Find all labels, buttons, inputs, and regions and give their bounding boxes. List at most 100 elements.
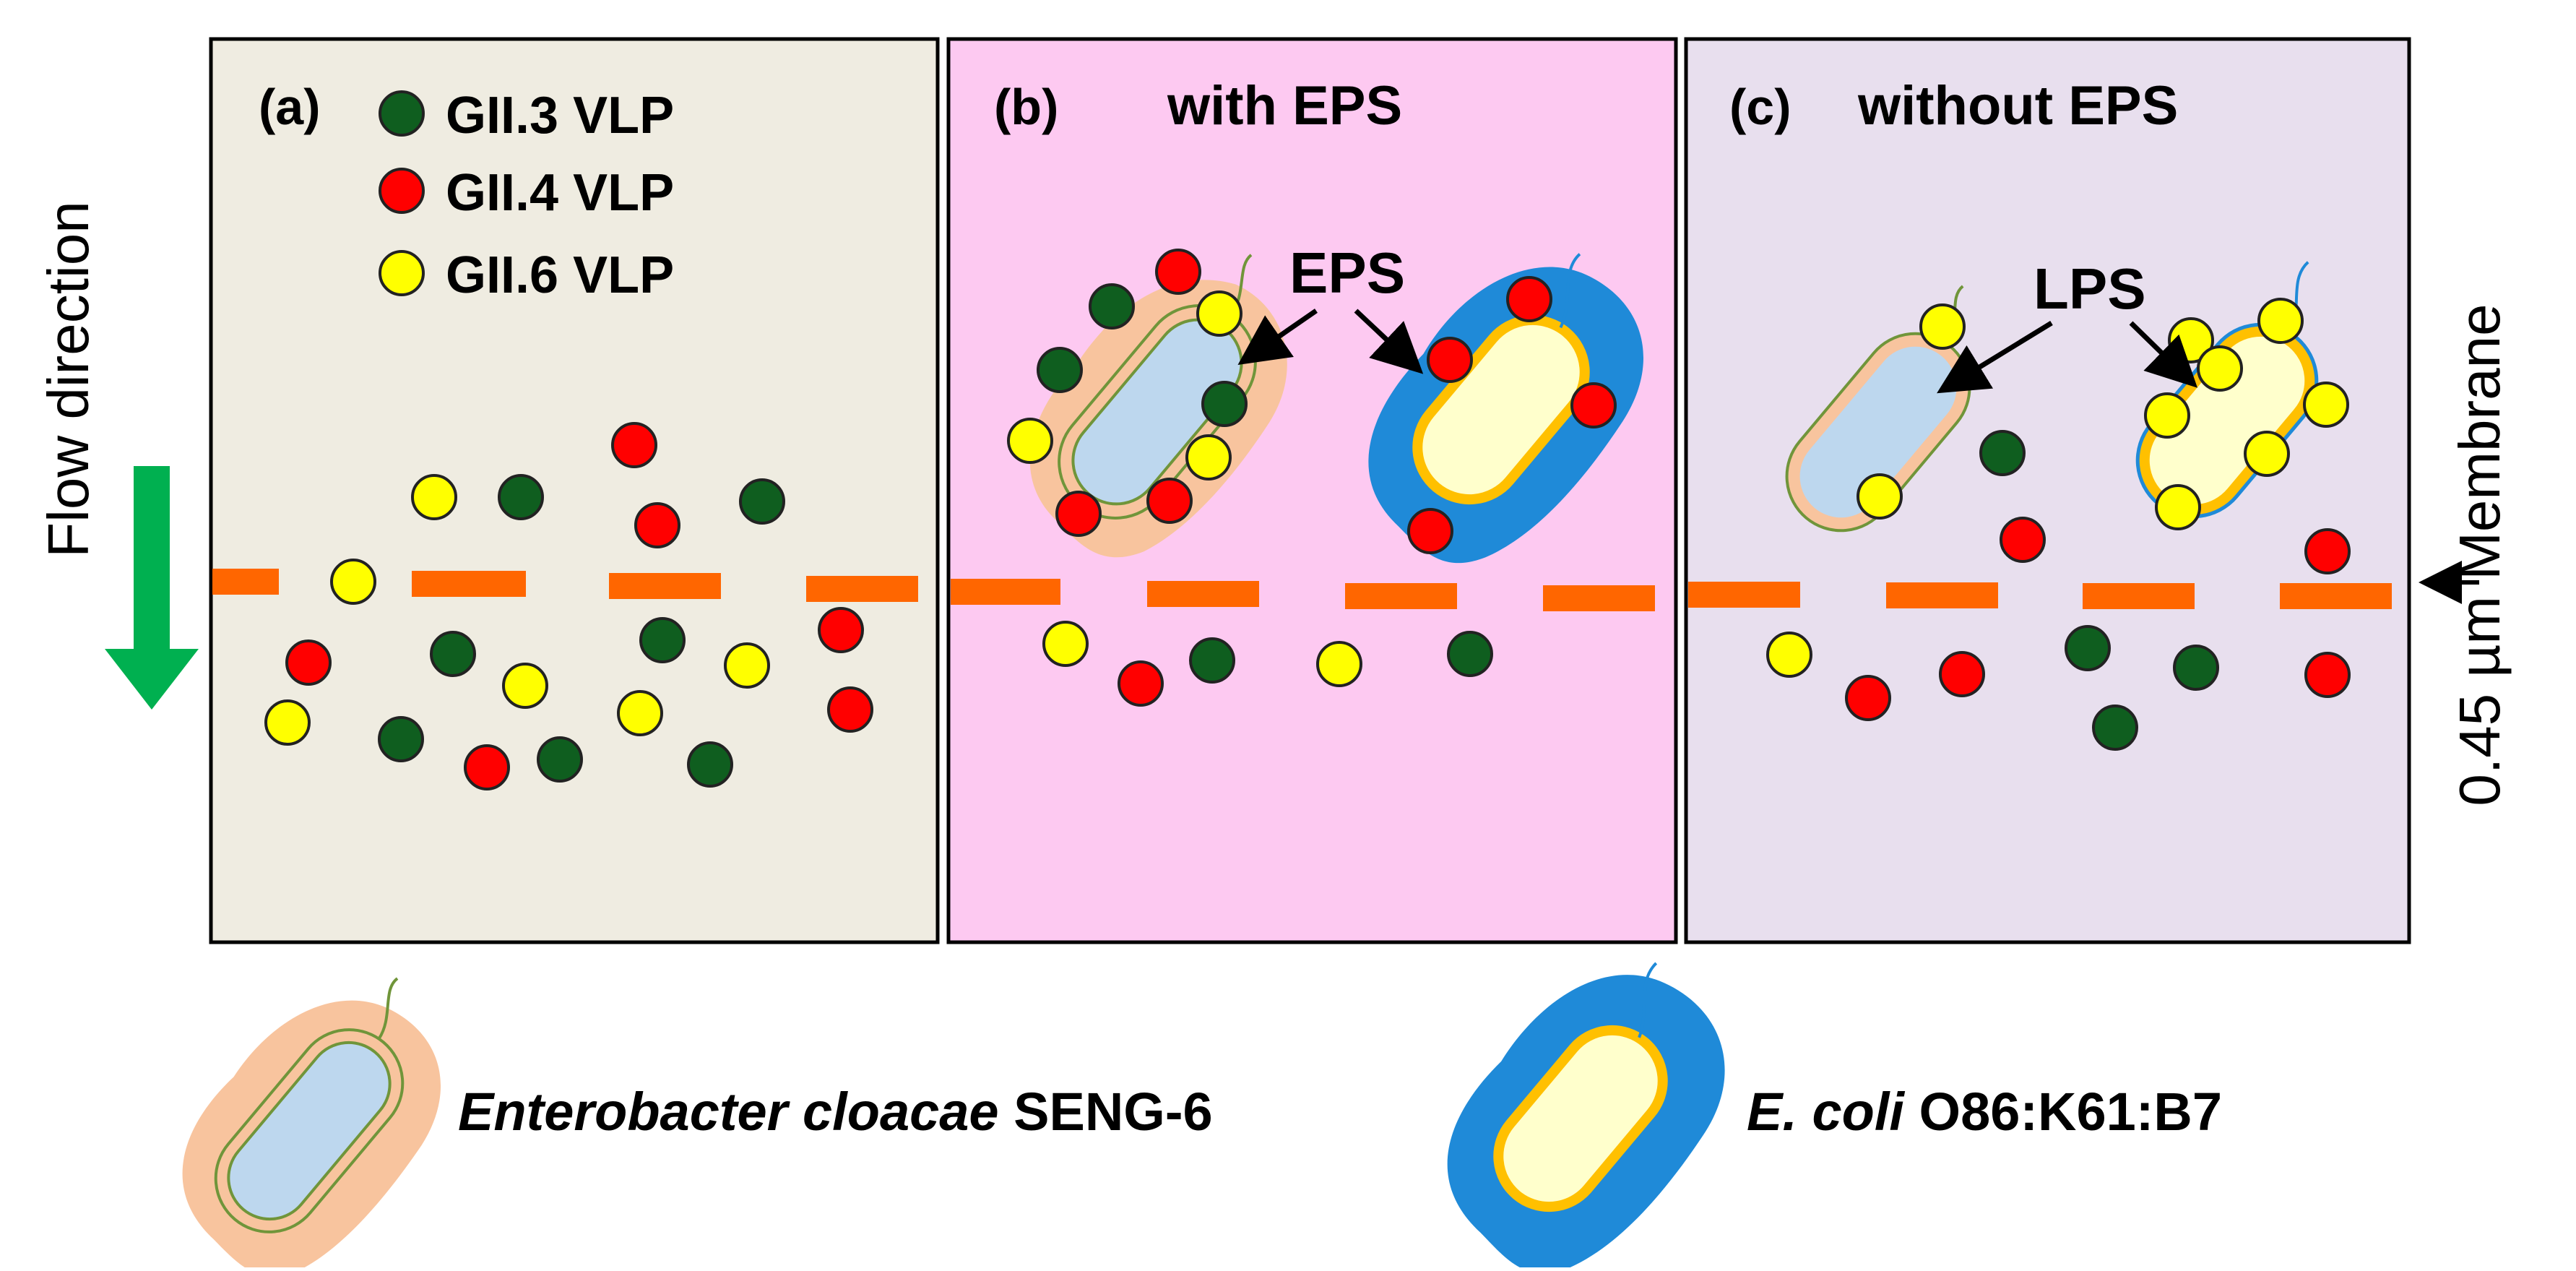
vlp-gii6 bbox=[1766, 632, 1812, 678]
vlp-gii4 bbox=[1570, 382, 1617, 428]
enterobacter-strain-name: SENG-6 bbox=[999, 1082, 1213, 1142]
membrane-dash bbox=[1688, 582, 1800, 608]
vlp-gii3 bbox=[378, 716, 424, 762]
vlp-gii3 bbox=[639, 617, 686, 663]
membrane-dash bbox=[1543, 585, 1655, 611]
vlp-gii3 bbox=[1201, 381, 1248, 427]
vlp-gii4 bbox=[1118, 660, 1164, 707]
vlp-gii4 bbox=[2304, 652, 2351, 698]
enterobacter-cell-with-eps bbox=[1029, 254, 1287, 558]
vlp-gii4 bbox=[827, 686, 873, 733]
vlp-gii4 bbox=[2304, 528, 2351, 574]
enterobacter-legend-label: Enterobacter cloacae SENG-6 bbox=[458, 1082, 1213, 1142]
eps-arrow-left bbox=[1237, 309, 1318, 365]
vlp-gii6 bbox=[2197, 345, 2243, 392]
membrane-dash bbox=[412, 571, 526, 597]
vlp-gii4 bbox=[1845, 675, 1891, 721]
vlp-gii6 bbox=[724, 642, 770, 689]
enterobacter-cell-with-lps bbox=[1785, 285, 1971, 533]
vlp-gii4 bbox=[818, 607, 864, 653]
enterobacter-species-name: Enterobacter cloacae bbox=[458, 1082, 999, 1142]
ecoli-species-name: E. coli bbox=[1747, 1082, 1905, 1142]
eps-annotation: EPS bbox=[1289, 241, 1405, 305]
membrane-dash bbox=[806, 576, 918, 602]
vlp-gii6 bbox=[1919, 303, 1966, 350]
vlp-gii4 bbox=[1055, 491, 1102, 537]
legend-label-gii6: GII.6 VLP bbox=[446, 246, 674, 304]
panel-b-tag: (b) bbox=[994, 79, 1058, 135]
vlp-gii4 bbox=[1427, 337, 1473, 383]
vlp-gii6 bbox=[1042, 621, 1089, 667]
membrane-dash bbox=[1886, 582, 1998, 608]
legend-label-gii3: GII.3 VLP bbox=[446, 87, 674, 145]
panel-a-tag: (a) bbox=[259, 79, 321, 135]
vlp-gii6 bbox=[2303, 382, 2349, 428]
flow-direction-arrow bbox=[105, 466, 199, 710]
membrane-dash bbox=[609, 573, 721, 599]
vlp-gii3 bbox=[2092, 705, 2138, 751]
ecoli-legend-label: E. coli O86:K61:B7 bbox=[1747, 1082, 2222, 1142]
vlp-gii4 bbox=[1155, 249, 1201, 295]
panel-c-title: without EPS bbox=[1857, 75, 2178, 137]
vlp-gii6 bbox=[1007, 418, 1053, 464]
vlp-gii6 bbox=[1185, 434, 1232, 481]
lps-arrow-left bbox=[1937, 321, 2053, 394]
membrane-dash bbox=[2083, 583, 2195, 609]
vlp-gii4 bbox=[2000, 517, 2046, 563]
vlp-gii6 bbox=[2144, 392, 2190, 439]
ecoli-strain-name: O86:K61:B7 bbox=[1904, 1082, 2222, 1142]
vlp-gii3 bbox=[537, 736, 583, 783]
vlp-gii4 bbox=[1407, 508, 1453, 554]
vlp-gii3 bbox=[2173, 645, 2219, 691]
vlp-gii6 bbox=[617, 690, 663, 736]
vlp-gii6 bbox=[1316, 641, 1362, 687]
vlp-gii3 bbox=[430, 631, 476, 677]
vlp-gii4 bbox=[634, 502, 680, 548]
vlp-gii6 bbox=[1857, 473, 1903, 520]
vlp-gii6 bbox=[1196, 290, 1242, 337]
membrane-dash bbox=[1147, 581, 1259, 607]
vlp-gii6 bbox=[2257, 298, 2304, 344]
vlp-gii4 bbox=[1506, 276, 1552, 322]
vlp-gii6 bbox=[264, 699, 311, 746]
vlp-gii6 bbox=[330, 559, 376, 605]
membrane-dash bbox=[212, 569, 279, 595]
membrane-dash bbox=[951, 579, 1060, 605]
vlp-gii3 bbox=[1089, 283, 1135, 329]
flow-direction-label: Flow direction bbox=[36, 201, 100, 558]
vlp-gii3 bbox=[1189, 637, 1235, 684]
vlp-particles bbox=[264, 249, 2351, 790]
membrane-dashes bbox=[212, 569, 2392, 611]
vlp-gii4 bbox=[1939, 651, 1985, 697]
vlp-gii3 bbox=[2065, 625, 2111, 671]
lps-annotation: LPS bbox=[2033, 257, 2146, 321]
panel-b-title: with EPS bbox=[1167, 75, 1402, 137]
vlp-gii3 bbox=[498, 474, 544, 520]
membrane-dash bbox=[2280, 583, 2392, 609]
lps-arrow-right bbox=[2129, 321, 2198, 388]
legend-swatch-gii4 bbox=[379, 168, 425, 214]
vlp-gii3 bbox=[687, 741, 733, 788]
membrane-label: 0.45 µm Membrane bbox=[2447, 303, 2512, 806]
vlp-gii6 bbox=[502, 663, 548, 709]
vlp-gii6 bbox=[2244, 431, 2290, 477]
vlp-gii4 bbox=[1146, 478, 1193, 524]
vlp-gii4 bbox=[285, 639, 332, 686]
vlp-gii3 bbox=[1037, 347, 1083, 393]
vlp-legend: GII.3 VLP GII.4 VLP GII.6 VLP bbox=[379, 87, 674, 304]
panel-a bbox=[209, 37, 940, 944]
eps-arrow-right bbox=[1354, 309, 1424, 374]
vlp-gii3 bbox=[739, 478, 785, 525]
vlp-gii6 bbox=[2155, 484, 2201, 530]
vlp-gii4 bbox=[611, 422, 657, 468]
ecoli-legend-icon bbox=[1447, 962, 1725, 1271]
panel-c-tag: (c) bbox=[1729, 79, 1791, 135]
vlp-gii3 bbox=[1447, 631, 1493, 677]
vlp-gii4 bbox=[464, 744, 510, 790]
vlp-gii3 bbox=[1979, 430, 2026, 476]
legend-swatch-gii6 bbox=[379, 250, 425, 296]
vlp-gii6 bbox=[411, 474, 457, 520]
legend-label-gii4: GII.4 VLP bbox=[446, 164, 674, 222]
